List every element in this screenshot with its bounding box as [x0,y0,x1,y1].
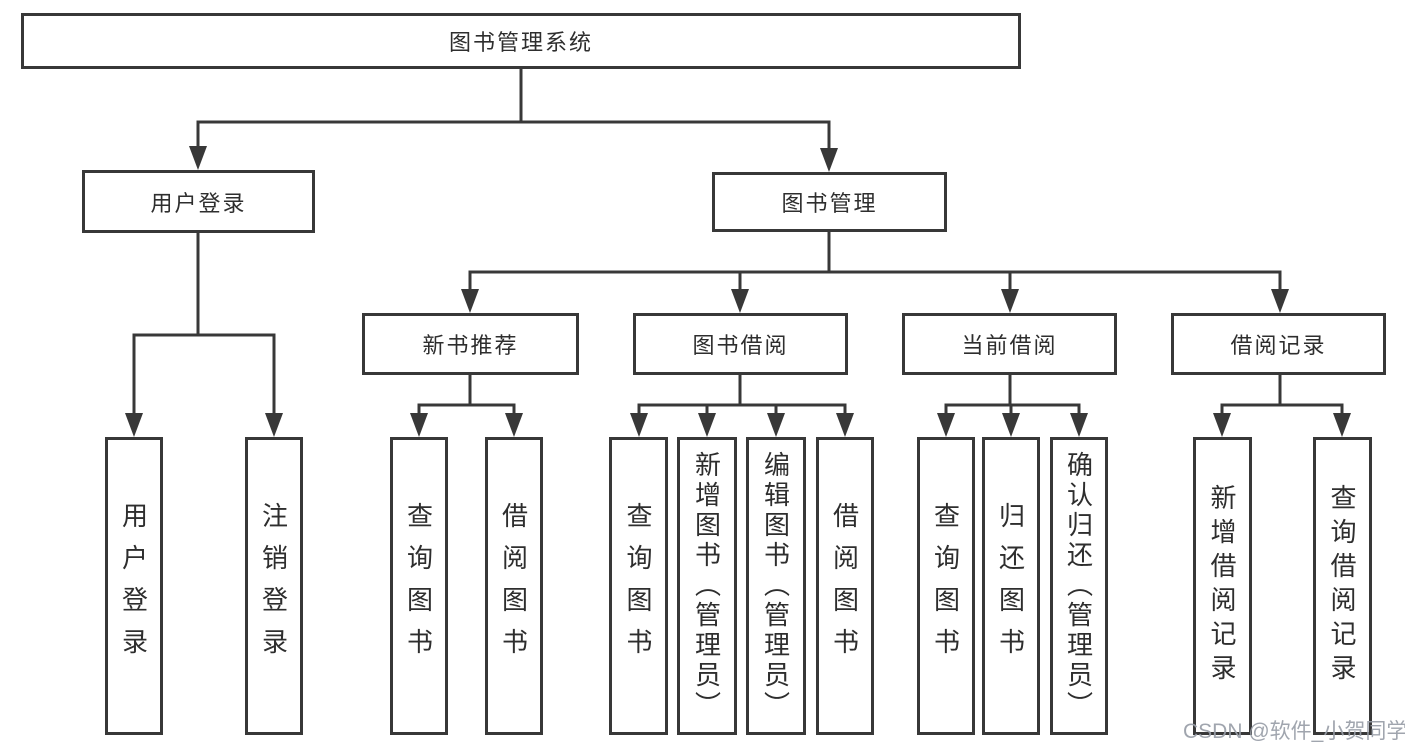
leaf-records-add-record-label: 新增借阅记录 [1207,484,1237,688]
watermark: CSDN @软件_小贺同学 [1183,720,1405,743]
node-user-login-label: 用户登录 [150,190,247,216]
node-book-management-label: 图书管理 [781,191,878,216]
node-new-book-recommend: 新书推荐 [362,313,579,375]
leaf-current-query-book: 查询图书 [917,437,975,735]
leaf-current-confirm-return-admin-label: 确认归还（管理员） [1063,451,1094,721]
leaf-borrow-borrow-book-label: 借阅图书 [829,502,860,670]
node-user-login: 用户登录 [82,170,315,233]
node-new-book-recommend-label: 新书推荐 [422,333,519,358]
node-borrow-records-label: 借阅记录 [1230,333,1327,358]
leaf-borrow-query-book-label: 查询图书 [623,502,653,670]
node-current-borrow-label: 当前借阅 [961,333,1058,358]
leaf-borrow-add-book-admin: 新增图书（管理员） [677,437,737,735]
leaf-login: 用户登录 [105,437,163,735]
leaf-records-query-record-label: 查询借阅记录 [1327,484,1357,688]
leaf-current-confirm-return-admin: 确认归还（管理员） [1050,437,1108,735]
leaf-current-return-book: 归还图书 [982,437,1040,735]
node-book-management: 图书管理 [712,172,947,232]
leaf-logout-label: 注销登录 [258,502,289,670]
leaf-recommend-query-book: 查询图书 [390,437,448,735]
leaf-current-query-book-label: 查询图书 [930,502,961,670]
leaf-records-query-record: 查询借阅记录 [1313,437,1372,735]
leaf-recommend-borrow-book-label: 借阅图书 [498,502,529,670]
node-root-label: 图书管理系统 [448,30,593,55]
leaf-borrow-edit-book-admin: 编辑图书（管理员） [746,437,806,735]
node-borrow-records: 借阅记录 [1171,313,1386,375]
leaf-borrow-borrow-book: 借阅图书 [816,437,874,735]
leaf-borrow-add-book-admin-label: 新增图书（管理员） [691,451,722,721]
leaf-recommend-query-book-label: 查询图书 [403,502,434,670]
leaf-current-return-book-label: 归还图书 [995,502,1026,670]
node-current-borrow: 当前借阅 [902,313,1117,375]
node-book-borrow: 图书借阅 [633,313,848,375]
leaf-recommend-borrow-book: 借阅图书 [485,437,543,735]
node-book-borrow-label: 图书借阅 [692,333,789,358]
node-root: 图书管理系统 [21,13,1021,69]
leaf-login-label: 用户登录 [118,502,149,670]
leaf-borrow-query-book: 查询图书 [609,437,668,735]
leaf-logout: 注销登录 [245,437,303,735]
leaf-borrow-edit-book-admin-label: 编辑图书（管理员） [760,451,791,721]
leaf-records-add-record: 新增借阅记录 [1193,437,1252,735]
